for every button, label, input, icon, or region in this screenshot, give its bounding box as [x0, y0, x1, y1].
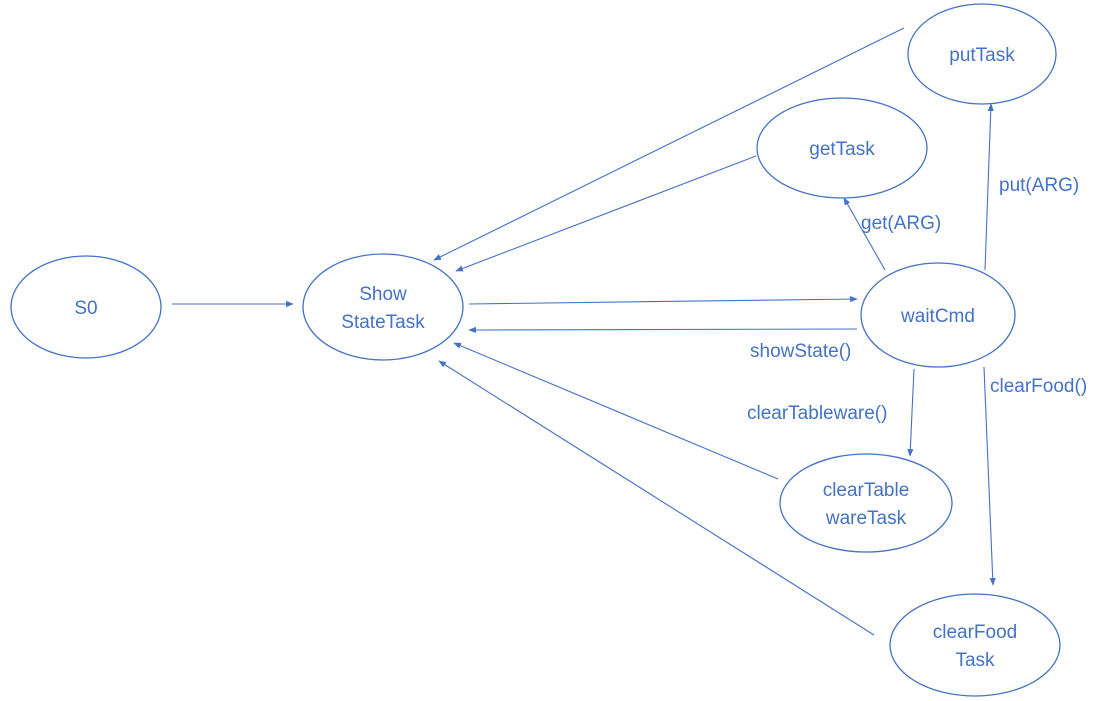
edge-puttask-to-showstatetask	[433, 27, 905, 261]
edge-waitcmd-to-puttask: put(ARG)	[984, 103, 1079, 271]
edge-cleartablewaretask-to-showstatetask	[453, 342, 779, 480]
state-label-gettask: getTask	[809, 139, 875, 160]
edge-label-get: get(ARG)	[861, 213, 941, 234]
state-node-gettask: getTask	[756, 97, 928, 199]
state-label-cleartablewaretask-line2: wareTask	[825, 508, 907, 529]
state-label-clearfoodtask-line2: Task	[955, 650, 995, 671]
state-node-clearfoodtask: clearFood Task	[889, 593, 1061, 697]
state-label-cleartablewaretask-line1: clearTable	[823, 480, 910, 501]
edge-label-put: put(ARG)	[999, 175, 1079, 196]
state-node-s0: S0	[10, 255, 162, 359]
edge-waitcmd-to-cleartablewaretask: clearTableware()	[747, 368, 915, 457]
state-label-s0: S0	[74, 298, 97, 319]
state-node-waitcmd: waitCmd	[860, 262, 1016, 368]
state-label-clearfoodtask-line1: clearFood	[933, 622, 1018, 643]
edge-showstatetask-to-waitcmd	[468, 296, 858, 305]
state-label-waitcmd: waitCmd	[900, 306, 975, 327]
state-node-showstatetask: Show StateTask	[302, 253, 464, 361]
edge-waitcmd-to-showstatetask: showState()	[468, 326, 858, 362]
edge-waitcmd-to-gettask: get(ARG)	[843, 197, 941, 271]
edge-gettask-to-showstatetask	[455, 155, 757, 272]
edge-label-showstate: showState()	[750, 341, 851, 362]
state-node-cleartablewaretask: clearTable wareTask	[779, 453, 953, 553]
state-label-showstatetask-line2: StateTask	[341, 312, 425, 333]
edge-waitcmd-to-clearfoodtask: clearFood()	[983, 366, 1087, 586]
edge-clearfoodtask-to-showstatetask	[438, 360, 875, 636]
state-node-puttask: putTask	[907, 3, 1057, 105]
edge-label-clearfood: clearFood()	[990, 376, 1087, 397]
state-label-showstatetask-line1: Show	[359, 284, 407, 305]
edge-label-cleartableware: clearTableware()	[747, 403, 887, 424]
state-label-puttask: putTask	[949, 45, 1015, 66]
